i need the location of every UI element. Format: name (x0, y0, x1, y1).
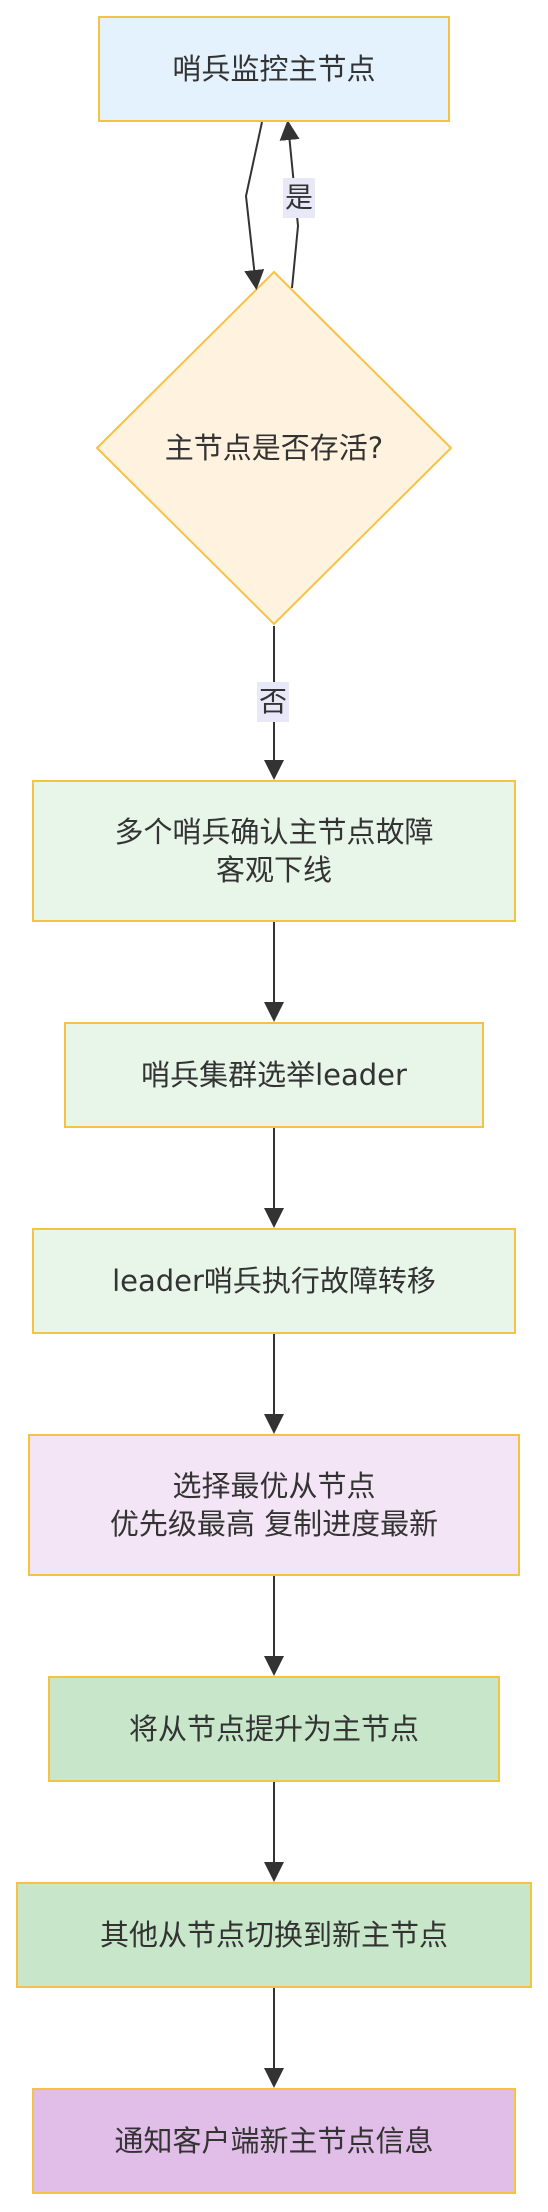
node-switch-label: 其他从节点切换到新主节点 (99, 1918, 448, 1952)
edge-label-no: 否 (257, 682, 289, 722)
node-failover-label: leader哨兵执行故障转移 (112, 1264, 436, 1298)
node-notify-label: 通知客户端新主节点信息 (114, 2124, 434, 2158)
node-election: 哨兵集群选举leader (64, 1022, 484, 1128)
node-decision-label: 主节点是否存活? (164, 431, 384, 465)
edge-label-yes: 是 (283, 178, 315, 218)
node-election-label: 哨兵集群选举leader (141, 1058, 407, 1092)
edge-decision-yes-to-monitor (279, 120, 300, 289)
node-decision: 主节点是否存活? (98, 404, 450, 492)
node-monitor: 哨兵监控主节点 (98, 16, 450, 122)
node-objective-down: 多个哨兵确认主节点故障 客观下线 (32, 780, 516, 922)
node-promote-label: 将从节点提升为主节点 (128, 1712, 419, 1746)
node-monitor-label: 哨兵监控主节点 (172, 52, 376, 86)
node-promote: 将从节点提升为主节点 (48, 1676, 500, 1782)
decision-diamond (95, 270, 453, 626)
node-select-slave: 选择最优从节点 优先级最高 复制进度最新 (28, 1434, 520, 1576)
edge-monitor-to-decision (244, 121, 265, 290)
node-failover: leader哨兵执行故障转移 (32, 1228, 516, 1334)
node-objective-down-label: 多个哨兵确认主节点故障 客观下线 (114, 815, 434, 887)
node-notify: 通知客户端新主节点信息 (32, 2088, 516, 2194)
node-switch: 其他从节点切换到新主节点 (16, 1882, 532, 1988)
node-select-slave-label: 选择最优从节点 优先级最高 复制进度最新 (109, 1469, 439, 1541)
